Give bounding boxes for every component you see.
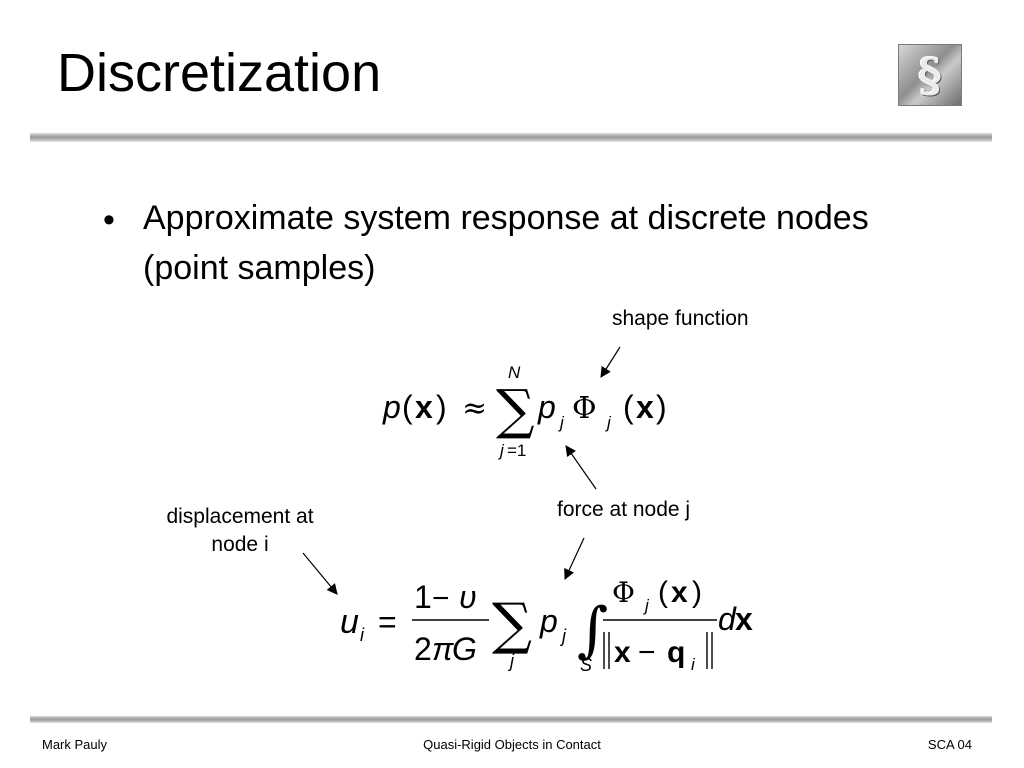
footer-divider <box>30 716 992 723</box>
equation-displacement: u i = 1 − υ 2 π G ∑ j p j ∫ S Φ j ( x ) … <box>340 576 753 675</box>
footer-code: SCA 04 <box>927 737 972 752</box>
svg-text:p: p <box>382 389 401 425</box>
svg-text:−: − <box>638 636 656 669</box>
svg-text:j: j <box>605 413 612 432</box>
svg-text:x: x <box>614 636 631 669</box>
svg-text:j: j <box>558 413 565 432</box>
title-divider <box>30 133 992 142</box>
svg-text:π: π <box>432 631 454 667</box>
force-label: force at node j <box>557 498 691 521</box>
svg-text:1: 1 <box>414 579 432 615</box>
svg-text:x: x <box>735 601 753 637</box>
svg-text:j: j <box>643 596 650 615</box>
svg-text:p: p <box>537 389 556 425</box>
shape-function-arrow <box>600 346 621 378</box>
svg-text:j: j <box>559 626 567 646</box>
svg-text:x: x <box>415 389 433 425</box>
svg-text:x: x <box>671 576 688 609</box>
svg-text:(: ( <box>402 389 413 425</box>
svg-text:∑: ∑ <box>492 592 532 657</box>
svg-text:): ) <box>692 576 702 609</box>
svg-text:≈: ≈ <box>462 391 487 426</box>
svg-text:j: j <box>507 651 515 671</box>
shape-function-label: shape function <box>612 307 749 330</box>
svg-text:(: ( <box>623 389 634 425</box>
bullet-marker: • <box>103 201 115 239</box>
svg-text:N: N <box>508 363 521 382</box>
svg-text:j: j <box>498 441 505 460</box>
force-arrow-lower <box>564 537 585 580</box>
slide-title: Discretization <box>57 43 382 103</box>
svg-text:): ) <box>656 389 667 425</box>
svg-text:υ: υ <box>459 579 477 615</box>
svg-text:d: d <box>718 601 737 637</box>
svg-text:Φ: Φ <box>572 391 597 426</box>
svg-text:p: p <box>539 603 558 639</box>
svg-text:G: G <box>452 631 477 667</box>
equation-shape-function: p ( x ) ≈ ∑ N j =1 p j Φ j ( x ) <box>382 363 667 460</box>
svg-text:=1: =1 <box>507 441 526 460</box>
bullet-text: Approximate system response at discrete … <box>143 199 869 287</box>
force-arrow-upper <box>565 445 597 490</box>
svg-text:−: − <box>432 582 450 615</box>
svg-text:i: i <box>691 655 696 674</box>
displacement-label: displacement at node i <box>166 505 314 556</box>
footer-course-title: Quasi-Rigid Objects in Contact <box>423 737 601 752</box>
svg-text:i: i <box>360 625 365 645</box>
svg-text:(: ( <box>658 576 668 609</box>
svg-text:∑: ∑ <box>496 378 535 441</box>
svg-text:u: u <box>340 603 359 641</box>
svg-text:Φ: Φ <box>612 576 635 609</box>
course-logo-icon: § <box>898 44 962 106</box>
footer-author: Mark Pauly <box>42 737 108 752</box>
svg-text:): ) <box>436 389 447 425</box>
displacement-arrow <box>302 552 338 595</box>
svg-text:x: x <box>636 389 654 425</box>
svg-text:q: q <box>667 636 685 669</box>
svg-text:2: 2 <box>414 631 432 667</box>
svg-text:∫: ∫ <box>577 595 608 665</box>
svg-text:S: S <box>580 655 592 675</box>
svg-text:=: = <box>378 604 397 640</box>
